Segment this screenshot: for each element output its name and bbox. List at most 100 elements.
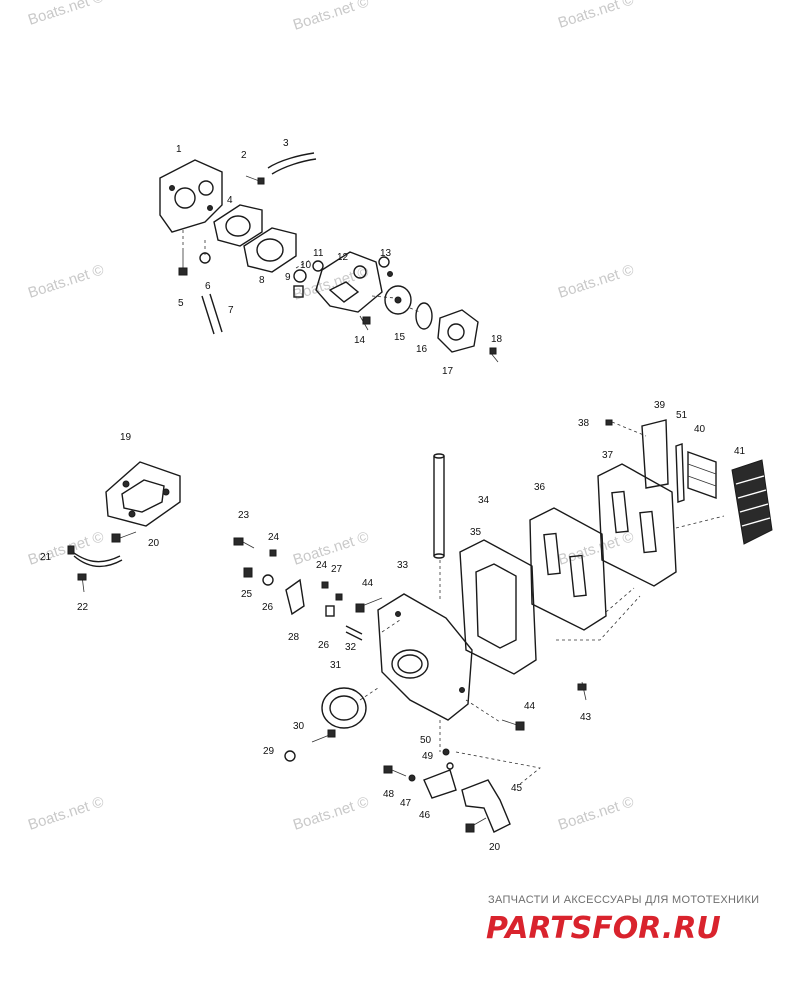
reed-gasket	[459, 539, 537, 675]
callout-40: 40	[694, 424, 706, 435]
callout-14: 14	[354, 335, 366, 346]
callout-26: 26	[262, 602, 274, 613]
adapter-hole	[395, 611, 401, 617]
gasket-opening	[225, 215, 251, 237]
ad-tagline: ЗАПЧАСТИ И АКСЕССУАРЫ ДЛЯ МОТОТЕХНИКИ	[488, 894, 759, 906]
callout-6: 6	[205, 281, 211, 292]
bracket-hole	[162, 488, 170, 496]
pump-port	[353, 265, 367, 279]
screw-shank	[391, 769, 407, 777]
reed-block-gasket	[597, 463, 677, 587]
callout-27: 27	[331, 564, 343, 575]
screw-head	[489, 347, 497, 355]
callout-17: 17	[442, 366, 454, 377]
watermark-layer: Boats.net © Boats.net © Boats.net © Boat…	[26, 0, 636, 834]
clip	[423, 769, 457, 799]
ad-brand-logo: PARTSFOR.RU	[486, 911, 721, 946]
reed-plate	[529, 507, 607, 631]
pump-cap	[437, 309, 479, 353]
screw-head	[442, 748, 450, 756]
callout-51: 51	[676, 410, 688, 421]
callout-46: 46	[419, 810, 431, 821]
callout-18: 18	[491, 334, 503, 345]
callout-16: 16	[416, 344, 428, 355]
spacer	[243, 567, 253, 578]
screw-head	[257, 177, 265, 185]
pump-cap-dome	[447, 323, 465, 341]
reed-stop-plate	[687, 451, 717, 499]
watermark: Boats.net ©	[26, 528, 106, 568]
screw-head	[178, 267, 188, 276]
reed-gasket-opening	[475, 563, 517, 649]
watermark: Boats.net ©	[26, 0, 106, 29]
throttle-bracket	[461, 779, 511, 833]
reed-stop	[641, 419, 669, 489]
hose	[201, 293, 223, 335]
callout-13: 13	[380, 248, 392, 259]
callout-50: 50	[420, 735, 432, 746]
watermark: Boats.net ©	[556, 261, 636, 301]
reed-port	[569, 554, 587, 598]
callout-4: 4	[227, 195, 233, 206]
watermark: Boats.net ©	[26, 261, 106, 301]
callout-26b: 26	[318, 640, 330, 651]
screw-head	[111, 533, 121, 543]
callout-layer: 1 2 3 4 5 6 7 8 9 10 11 12 13 14 15 16 1…	[40, 138, 746, 853]
callout-3: 3	[283, 138, 289, 149]
callout-25: 25	[241, 589, 253, 600]
nut	[284, 750, 296, 762]
assembly-leader	[611, 421, 647, 437]
nut	[269, 549, 277, 557]
reed-cage-slots	[735, 475, 771, 527]
bracket-hole	[128, 510, 136, 518]
rod	[433, 456, 445, 556]
cover-bore	[198, 180, 214, 196]
round-gasket-inner	[329, 695, 359, 721]
gasket	[213, 204, 263, 247]
reed-valve-assembly	[529, 419, 773, 701]
callout-48: 48	[383, 789, 395, 800]
callout-5: 5	[178, 298, 184, 309]
watermark: Boats.net ©	[556, 0, 636, 32]
advertisement: ЗАПЧАСТИ И АКСЕССУАРЫ ДЛЯ МОТОТЕХНИКИ PA…	[486, 894, 759, 946]
callout-33: 33	[397, 560, 409, 571]
screw-shank	[242, 541, 255, 549]
callout-23: 23	[238, 510, 250, 521]
callout-43: 43	[580, 712, 592, 723]
assembly-leader	[439, 720, 541, 785]
seal-ring	[415, 302, 433, 330]
lock-washer	[408, 774, 416, 782]
callout-21: 21	[40, 552, 52, 563]
washer	[293, 269, 307, 283]
reed-cage	[731, 459, 773, 545]
left-bracket-assembly	[67, 461, 181, 593]
callout-1: 1	[176, 144, 182, 155]
callout-7: 7	[228, 305, 234, 316]
screw-shank	[119, 531, 137, 539]
rod-end	[433, 453, 445, 459]
washer	[262, 574, 274, 586]
callout-45: 45	[511, 783, 523, 794]
washer	[335, 593, 343, 601]
callout-20: 20	[148, 538, 160, 549]
adapter-hole	[459, 687, 465, 693]
adapter-bore-inner	[397, 654, 423, 674]
cover-bore	[174, 187, 196, 209]
callout-39: 39	[654, 400, 666, 411]
pin	[345, 625, 363, 641]
gasket-opening	[256, 238, 284, 262]
screw-head	[465, 823, 475, 833]
callout-20b: 20	[489, 842, 501, 853]
callout-38: 38	[578, 418, 590, 429]
assembly-leader	[359, 560, 501, 723]
callout-12: 12	[337, 252, 349, 263]
callout-29: 29	[263, 746, 275, 757]
callout-15: 15	[394, 332, 406, 343]
screw-head	[355, 603, 365, 613]
screw-head	[577, 683, 587, 691]
callout-28: 28	[288, 632, 300, 643]
callout-44: 44	[362, 578, 374, 589]
screw-head	[77, 573, 87, 581]
cover-bolt-hole	[169, 185, 175, 191]
